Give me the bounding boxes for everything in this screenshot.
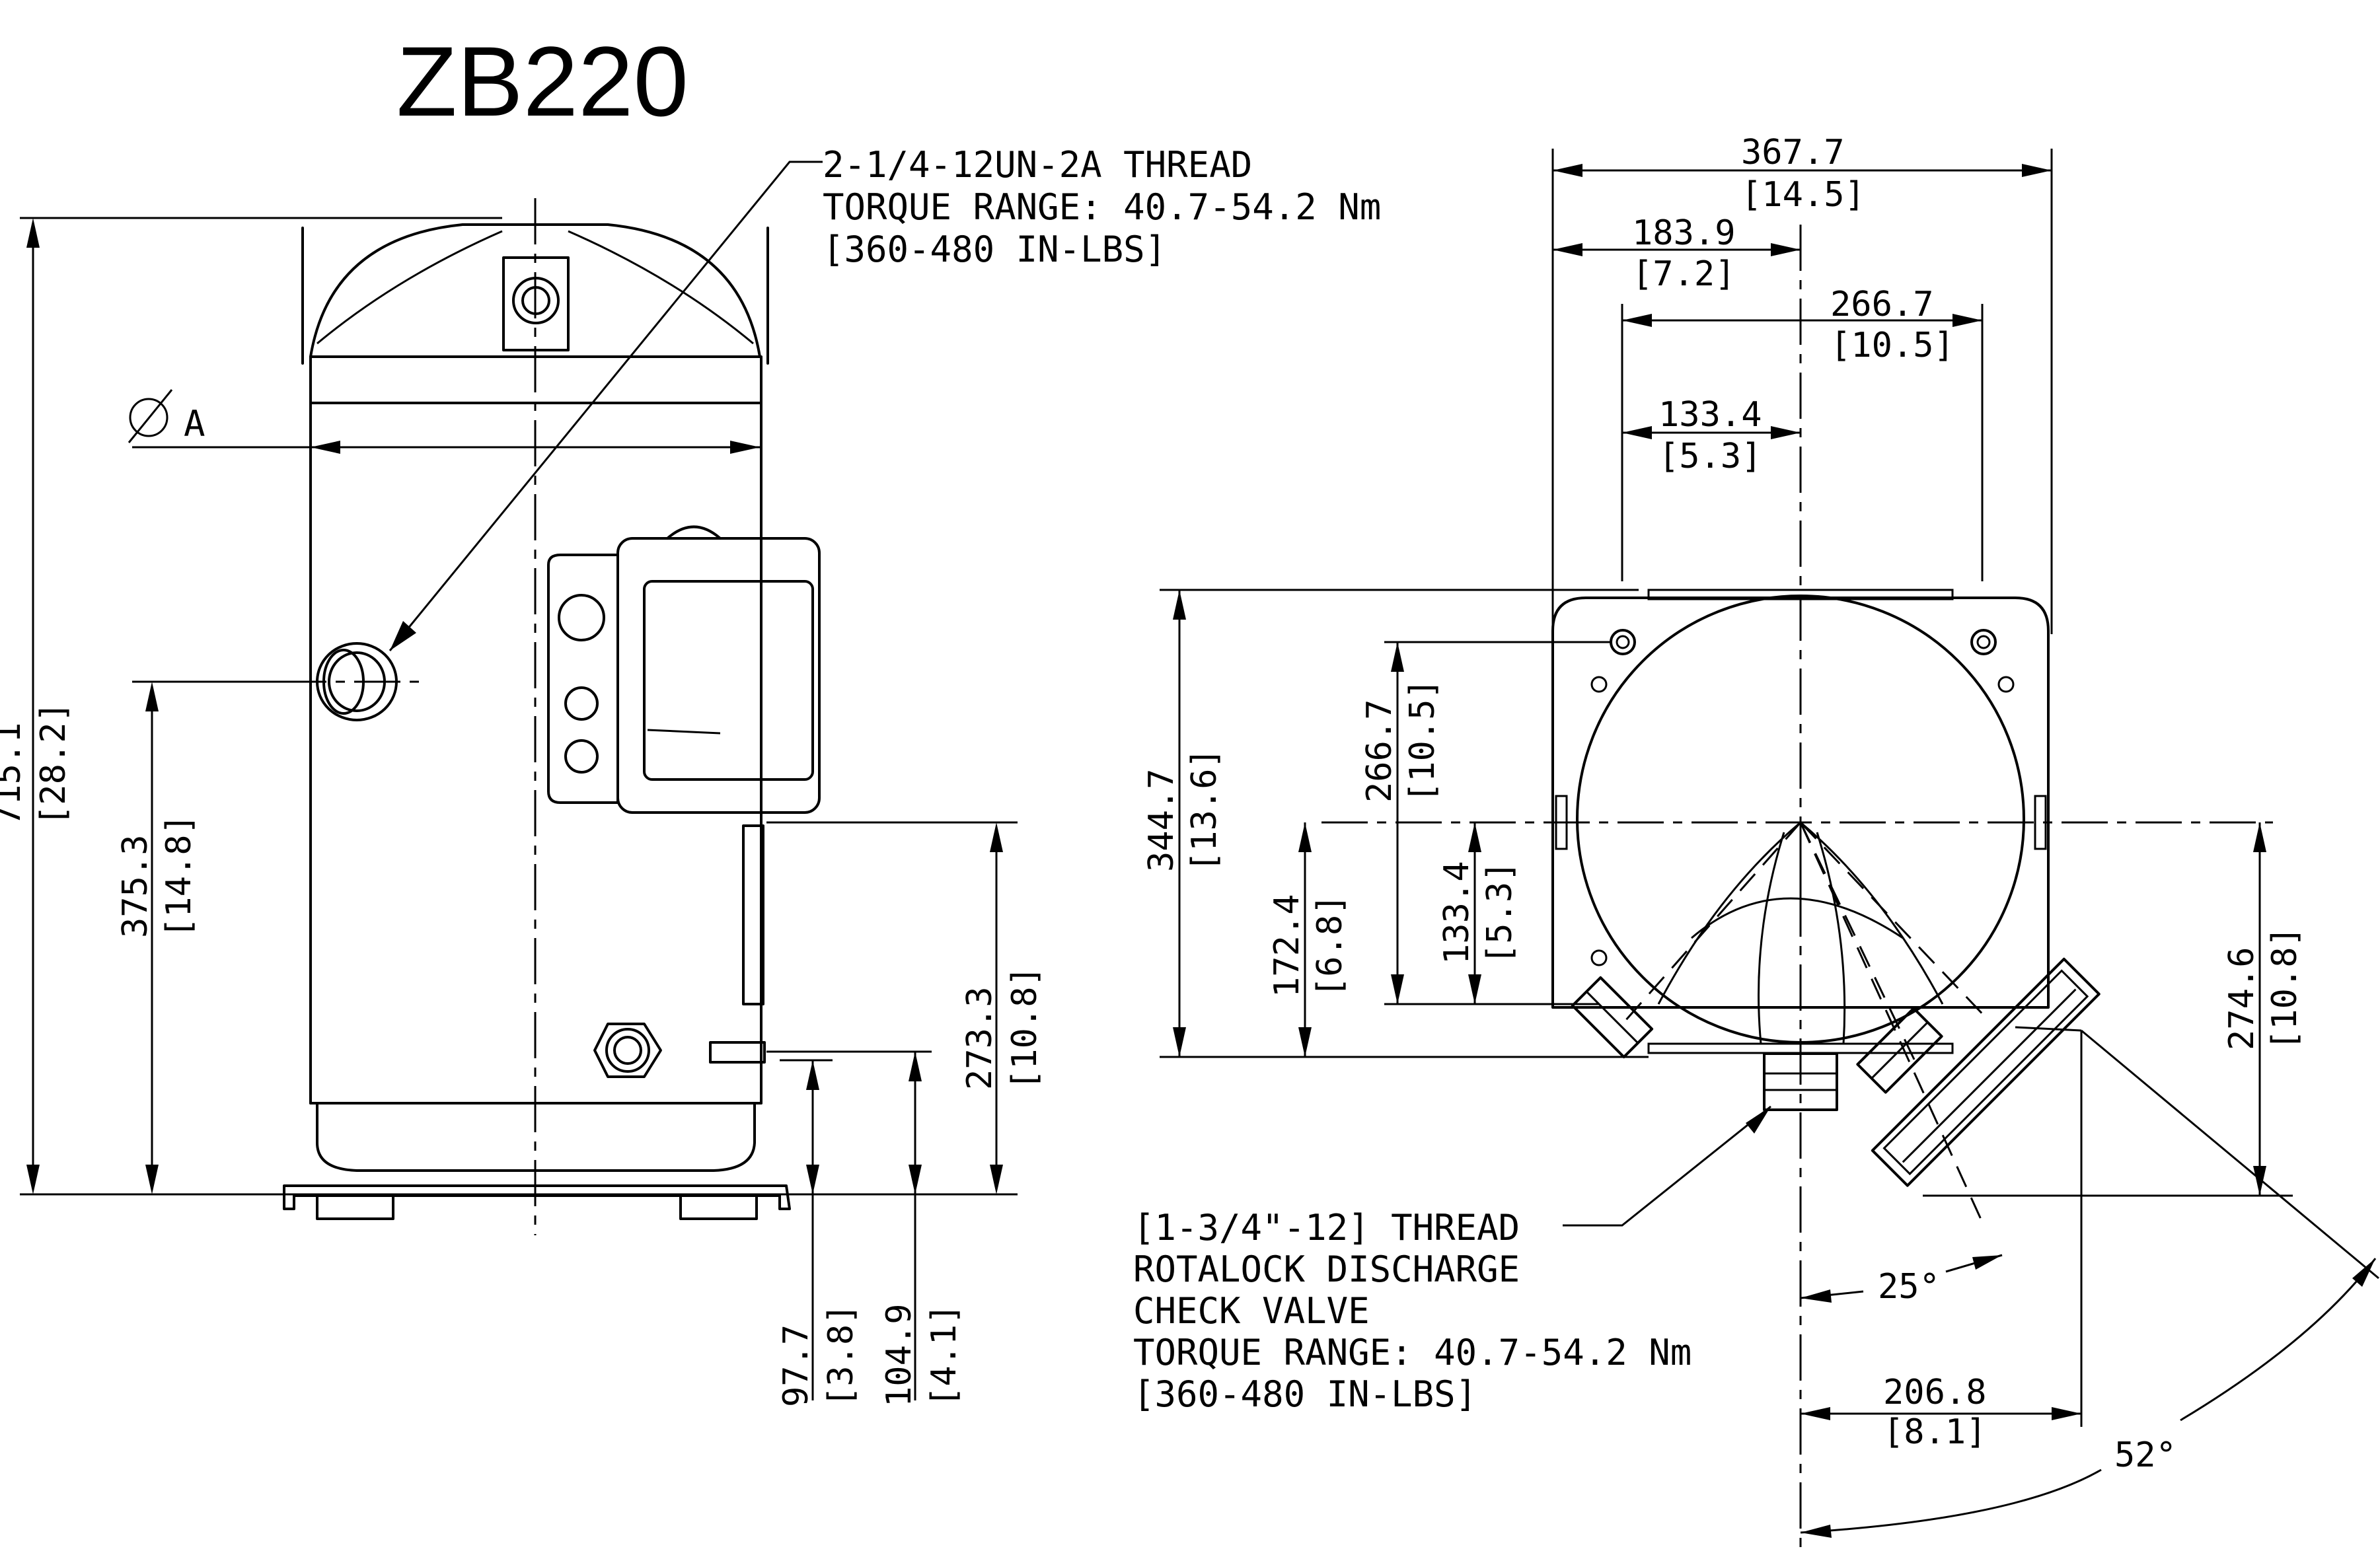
dim-715-in: [28.2] [34, 702, 73, 826]
dim-206-in: [8.1] [1883, 1412, 1987, 1452]
dim-273-mm: 273.3 [960, 986, 1000, 1090]
dim-375-mm: 375.3 [116, 834, 155, 938]
bottom-discharge-fitting [1763, 1052, 1838, 1111]
discharge-note-line-3: CHECK VALVE [1133, 1290, 1370, 1332]
left-foot [316, 1194, 394, 1220]
dim-367-mm: 367.7 [1741, 133, 1845, 172]
dim-133-in: [5.3] [1658, 437, 1762, 476]
dim-367-in: [14.5] [1741, 175, 1865, 215]
discharge-note-line-5: [360-480 IN-LBS] [1133, 1373, 1477, 1415]
suction-note-line-1: 2-1/4-12UN-2A THREAD [823, 144, 1252, 186]
discharge-callout: [1-3/4"-12] THREAD ROTALOCK DISCHARGE CH… [1133, 1105, 1771, 1415]
dim-266v-mm: 266.7 [1360, 699, 1399, 803]
side-view [132, 198, 821, 1235]
mount-hole-tr [1970, 629, 1997, 655]
top-dome [309, 223, 761, 358]
angle-52: 52° [2114, 1435, 2176, 1475]
oil-port [709, 1041, 766, 1064]
side-dimensions: 715.1 [28.2] 375.3 [14.8] A 273.3 [10.8] [0, 217, 1045, 1407]
suction-fitting [316, 642, 398, 721]
dim-172-mm: 172.4 [1267, 894, 1307, 997]
suction-callout: 2-1/4-12UN-2A THREAD TORQUE RANGE: 40.7-… [389, 144, 1381, 651]
dim-183-in: [7.2] [1632, 254, 1736, 294]
base-plate [283, 1184, 791, 1210]
dim-375-in: [14.8] [159, 814, 199, 938]
dim-206-mm: 206.8 [1883, 1373, 1987, 1412]
shell-bottom [316, 1102, 756, 1172]
discharge-note-line-2: ROTALOCK DISCHARGE [1133, 1249, 1520, 1290]
dim-274-mm: 274.6 [2222, 947, 2262, 1050]
dim-133v-in: [5.3] [1480, 861, 1520, 964]
diameter-label: A [184, 403, 205, 445]
top-view [1321, 225, 2273, 1556]
top-shell [1576, 595, 2025, 1044]
dim-97-in: [3.8] [821, 1303, 861, 1407]
dome-fitting [502, 256, 570, 351]
terminal-box-cover [643, 580, 814, 781]
top-dimensions: 367.7 [14.5] 183.9 [7.2] 266.7 [10.5] 13… [1142, 133, 2379, 1538]
dim-344-mm: 344.7 [1142, 768, 1181, 872]
suction-note-line-3: [360-480 IN-LBS] [823, 229, 1166, 270]
dim-104-in: [4.1] [924, 1303, 964, 1407]
terminal-box-back [547, 554, 619, 804]
dim-344-in: [13.6] [1185, 748, 1224, 872]
top-terminal-box [1871, 957, 2101, 1187]
dim-274-in: [10.8] [2265, 926, 2305, 1050]
angle-25: 25° [1878, 1267, 1940, 1307]
mount-hole-tl [1610, 629, 1636, 655]
dim-97-mm: 97.7 [776, 1324, 816, 1407]
discharge-fitting [593, 1023, 662, 1078]
dim-183-mm: 183.9 [1632, 213, 1736, 253]
dim-104-mm: 104.9 [879, 1303, 919, 1407]
dim-273-in: [10.8] [1005, 966, 1045, 1090]
terminal-box [616, 537, 821, 814]
diameter-symbol [129, 398, 168, 437]
right-foot [679, 1194, 758, 1220]
discharge-note-line-1: [1-3/4"-12] THREAD [1133, 1207, 1520, 1249]
dim-133-mm: 133.4 [1658, 395, 1762, 435]
dim-172-in: [6.8] [1310, 894, 1350, 997]
drawing-title: ZB220 [396, 26, 688, 137]
top-base-plate [1551, 597, 2050, 1009]
suction-note-line-2: TORQUE RANGE: 40.7-54.2 Nm [823, 186, 1381, 228]
dim-266-mm: 266.7 [1830, 285, 1934, 324]
dim-133v-mm: 133.4 [1437, 861, 1477, 964]
discharge-note-line-4: TORQUE RANGE: 40.7-54.2 Nm [1133, 1332, 1692, 1373]
dim-266-in: [10.5] [1830, 326, 1954, 365]
dim-715-mm: 715.1 [0, 722, 28, 826]
dim-266v-in: [10.5] [1403, 678, 1442, 803]
